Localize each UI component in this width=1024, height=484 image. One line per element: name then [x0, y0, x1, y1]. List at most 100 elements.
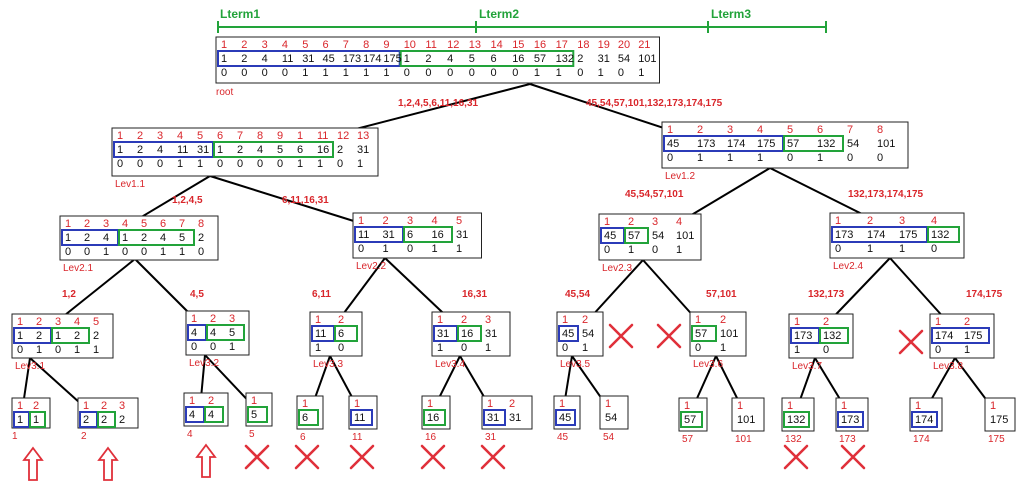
node-label: 175 — [988, 434, 1005, 445]
index-cell: 5 — [141, 218, 147, 230]
index-cell: 18 — [577, 39, 589, 51]
value-cell: 31 — [456, 229, 468, 241]
value-cell: 57 — [534, 53, 546, 65]
value-cell: 57 — [628, 230, 640, 242]
value-cell: 174 — [363, 53, 381, 65]
value-cell: 54 — [847, 138, 859, 150]
value-cell: 101 — [737, 414, 755, 426]
green-group-box — [29, 411, 46, 428]
flag-cell: 1 — [794, 344, 800, 356]
index-cell: 6 — [323, 39, 329, 51]
index-cell: 1 — [605, 398, 611, 410]
index-cell: 19 — [598, 39, 610, 51]
node-label: Lev3.2 — [189, 358, 219, 369]
flag-cell: 0 — [652, 244, 658, 256]
value-cell: 16 — [512, 53, 524, 65]
index-cell: 1 — [302, 398, 308, 410]
index-cell: 1 — [315, 314, 321, 326]
value-cell: 1 — [55, 330, 61, 342]
index-cell: 13 — [469, 39, 481, 51]
flag-cell: 1 — [437, 342, 443, 354]
value-cell: 1 — [404, 53, 410, 65]
flag-cell: 1 — [197, 158, 203, 170]
index-cell: 5 — [93, 316, 99, 328]
index-cell: 7 — [179, 218, 185, 230]
index-cell: 2 — [338, 314, 344, 326]
flag-cell: 0 — [935, 344, 941, 356]
green-group-box — [423, 409, 446, 426]
index-cell: 5 — [302, 39, 308, 51]
index-cell: 4 — [122, 218, 128, 230]
value-cell: 101 — [676, 230, 694, 242]
index-cell: 3 — [727, 124, 733, 136]
green-group-box — [680, 411, 703, 428]
node-frame — [185, 310, 250, 356]
node-frame — [59, 215, 219, 261]
value-cell: 2 — [119, 414, 125, 426]
flag-cell: 0 — [404, 67, 410, 79]
node-label: 16 — [425, 432, 437, 443]
value-cell: 2 — [101, 414, 107, 426]
flag-cell: 1 — [160, 246, 166, 258]
node-label: Lev2.3 — [602, 263, 632, 274]
green-group-box — [819, 327, 849, 344]
index-cell: 1 — [297, 130, 303, 142]
node-frame — [431, 311, 511, 357]
index-cell: 2 — [33, 400, 39, 412]
value-cell: 31 — [598, 53, 610, 65]
index-cell: 3 — [103, 218, 109, 230]
flag-cell: 0 — [241, 67, 247, 79]
index-cell: 2 — [461, 314, 467, 326]
cross-icon — [420, 444, 446, 470]
flag-cell: 1 — [757, 152, 763, 164]
cross-icon — [656, 323, 682, 349]
index-cell: 1 — [358, 215, 364, 227]
value-cell: 5 — [251, 409, 257, 421]
index-cell: 1 — [835, 215, 841, 227]
green-group-box — [783, 411, 810, 428]
green-group-box — [118, 229, 195, 246]
index-cell: 1 — [562, 314, 568, 326]
node-label: Lev2.1 — [63, 263, 93, 274]
node-label: 5 — [249, 429, 255, 440]
value-cell: 6 — [407, 229, 413, 241]
flag-cell: 0 — [447, 67, 453, 79]
cross-icon — [898, 329, 924, 355]
value-cell: 132 — [817, 138, 835, 150]
index-cell: 3 — [652, 216, 658, 228]
index-cell: 1 — [83, 400, 89, 412]
index-cell: 2 — [509, 398, 515, 410]
blue-group-box — [555, 409, 576, 426]
flag-cell: 0 — [117, 158, 123, 170]
value-cell: 175 — [757, 138, 775, 150]
value-cell: 45 — [604, 230, 616, 242]
index-cell: 10 — [404, 39, 416, 51]
index-cell: 1 — [794, 316, 800, 328]
index-cell: 16 — [534, 39, 546, 51]
value-cell: 11 — [177, 144, 188, 156]
flag-cell: 1 — [867, 243, 873, 255]
node-label: 101 — [735, 434, 752, 445]
flag-cell: 0 — [338, 342, 344, 354]
flag-cell: 0 — [262, 67, 268, 79]
flag-cell: 1 — [556, 67, 562, 79]
edge-label: 1,2 — [62, 289, 76, 300]
node-label: 6 — [300, 432, 306, 443]
value-cell: 175 — [899, 229, 917, 241]
value-cell: 2 — [237, 144, 243, 156]
node-label: Lev2.2 — [356, 261, 386, 272]
index-cell: 2 — [582, 314, 588, 326]
value-cell: 101 — [720, 328, 738, 340]
flag-cell: 1 — [363, 67, 369, 79]
index-cell: 1 — [684, 400, 690, 412]
index-cell: 1 — [437, 314, 443, 326]
node-label: Lev3.5 — [560, 359, 590, 370]
